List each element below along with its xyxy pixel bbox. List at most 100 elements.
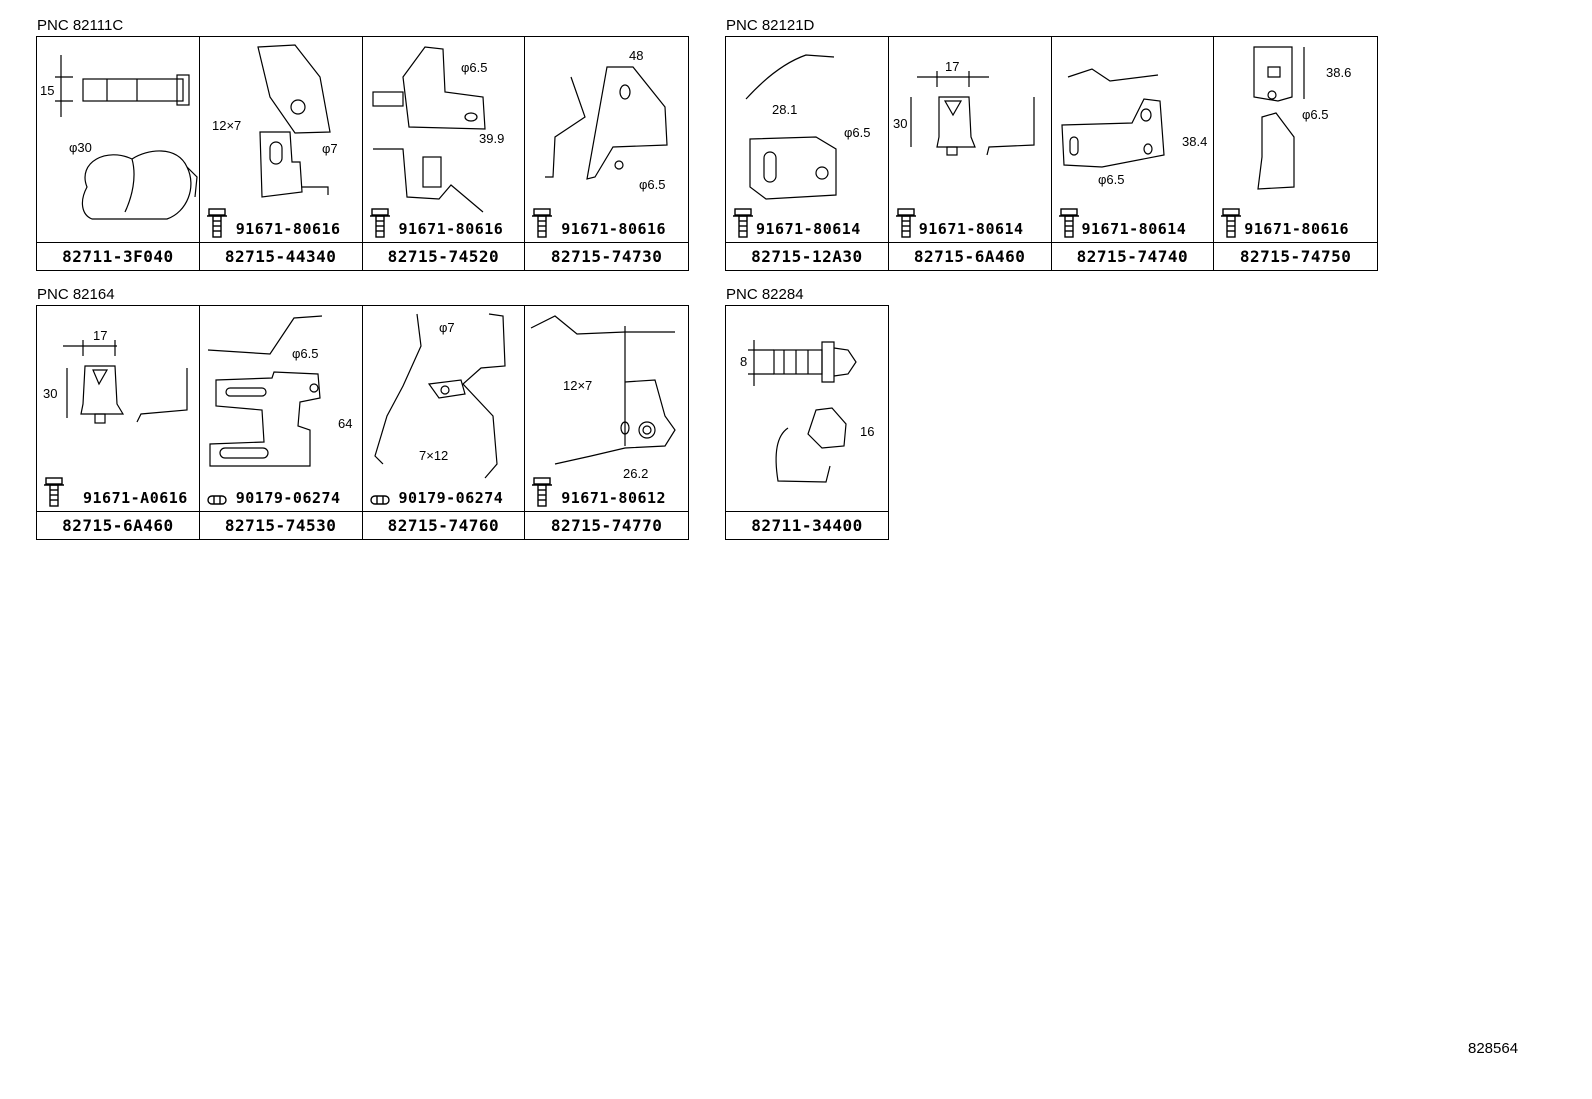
diagram-reference-number: 828564 (1468, 1040, 1519, 1057)
fastener: 91671-80616 (1216, 207, 1376, 239)
dim-label: 12×7 (212, 118, 241, 133)
group-title-82121d: PNC 82121D (726, 17, 815, 34)
flange-bolt-icon (1221, 208, 1242, 238)
bracket-illustration (910, 71, 1035, 156)
dimension-labels: 8 16 (740, 354, 874, 439)
bracket-illustration (530, 315, 676, 465)
dim-label: φ6.5 (844, 125, 871, 140)
part-cell[interactable]: 38.6 φ6.5 91671-80616 82715-74750 (1214, 37, 1377, 270)
dim-label: 30 (893, 116, 907, 131)
dim-label: φ7 (322, 141, 338, 156)
bracket-illustration (256, 44, 331, 198)
clip-illustration (748, 340, 857, 483)
dim-label: 39.9 (479, 131, 504, 146)
fastener: 90179-06274 (202, 476, 362, 508)
dim-label: 38.6 (1326, 65, 1351, 80)
fastener-part-number: 91671-80616 (1244, 220, 1350, 238)
part-cell[interactable]: 48 φ6.5 91671-80616 82715-74730 (525, 37, 688, 270)
dim-label: 30 (43, 386, 57, 401)
part-cell[interactable]: φ6.5 64 90179-06274 82715-74530 (199, 306, 363, 539)
fastener: 91671-80616 (527, 207, 687, 239)
dimension-labels: 12×7 26.2 (563, 378, 648, 481)
fastener-part-number: 91671-A0616 (83, 489, 188, 507)
fastener: 91671-80614 (728, 207, 888, 239)
fastener-part-number: 91671-80614 (1081, 220, 1187, 238)
bracket-illustration (207, 315, 322, 467)
part-cell[interactable]: φ6.5 39.9 91671-80616 82715-74520 (362, 37, 526, 270)
fastener-part-number: 90179-06274 (398, 489, 504, 507)
dim-label: φ6.5 (639, 177, 666, 192)
dimension-labels: φ6.5 39.9 (461, 60, 504, 146)
dimension-labels: 38.6 φ6.5 (1302, 65, 1351, 122)
parts-grid-82121d: 28.1 φ6.5 91671-80614 82715-12A30 17 30 (725, 36, 1378, 271)
flange-bolt-icon (532, 477, 553, 507)
part-cell[interactable]: φ7 7×12 90179-06274 82715-74760 (362, 306, 526, 539)
parts-grid-82284: 8 16 82711-34400 (725, 305, 889, 540)
fastener: 91671-80614 (1054, 207, 1214, 239)
dimension-labels: 15 φ30 (40, 83, 92, 155)
part-number[interactable]: 82711-3F040 (37, 242, 199, 270)
flange-bolt-icon (369, 208, 390, 238)
dim-label: 15 (40, 83, 54, 98)
flange-bolt-icon (44, 477, 64, 507)
fastener-part-number: 91671-80616 (235, 220, 341, 238)
part-cell[interactable]: 28.1 φ6.5 91671-80614 82715-12A30 (726, 37, 889, 270)
nut-icon (207, 495, 227, 505)
part-cell[interactable]: 17 30 91671-80614 82715-6A460 (888, 37, 1052, 270)
dim-label: 26.2 (623, 466, 648, 481)
flange-bolt-icon (895, 208, 916, 238)
bracket-illustration (1253, 46, 1305, 190)
part-cell[interactable]: 15 φ30 82711-3F040 (37, 37, 200, 270)
nut-icon (369, 495, 390, 505)
fastener: 91671-80614 (891, 207, 1051, 239)
dimension-labels: φ6.5 64 (292, 346, 352, 431)
bracket-illustration (745, 54, 837, 200)
fastener-part-number: 91671-80616 (561, 220, 667, 238)
dim-label: 7×12 (419, 448, 448, 463)
part-number[interactable]: 82715-74520 (362, 242, 525, 270)
part-number[interactable]: 82715-74530 (199, 511, 362, 539)
dim-label: 28.1 (772, 102, 797, 117)
part-number[interactable]: 82715-74740 (1051, 242, 1214, 270)
fastener-part-number: 91671-80616 (398, 220, 504, 238)
part-cell[interactable]: 8 16 82711-34400 (726, 306, 888, 539)
dim-label: 48 (629, 48, 643, 63)
bracket-illustration (63, 340, 188, 424)
dim-label: 38.4 (1182, 134, 1207, 149)
fastener: 90179-06274 (365, 476, 525, 508)
part-cell[interactable]: 17 30 91671-A0616 82715-6A460 (37, 306, 200, 539)
fastener-part-number: 91671-80612 (561, 489, 667, 507)
dim-label: 17 (93, 328, 107, 343)
bracket-illustration (373, 313, 506, 479)
fastener-part-number: 91671-80614 (756, 220, 861, 238)
dim-label: φ6.5 (1098, 172, 1125, 187)
part-cell[interactable]: 12×7 26.2 91671-80612 82715-74770 (525, 306, 688, 539)
dim-label: 12×7 (563, 378, 592, 393)
part-number[interactable]: 82715-74760 (362, 511, 525, 539)
part-number[interactable]: 82715-12A30 (726, 242, 888, 270)
part-number[interactable]: 82715-44340 (199, 242, 362, 270)
fastener-part-number: 91671-80614 (918, 220, 1024, 238)
part-cell[interactable]: 38.4 φ6.5 91671-80614 82715-74740 (1051, 37, 1215, 270)
part-number[interactable]: 82715-74750 (1214, 242, 1377, 270)
part-number[interactable]: 82715-6A460 (888, 242, 1051, 270)
flange-bolt-icon (1058, 208, 1079, 238)
fastener: 91671-A0616 (39, 476, 199, 508)
dim-label: 17 (945, 59, 959, 74)
dim-label: 64 (338, 416, 352, 431)
dimension-labels: 28.1 φ6.5 (772, 102, 871, 140)
part-cell[interactable]: 12×7 φ7 91671-80616 82715-44340 (199, 37, 363, 270)
dim-label: φ6.5 (1302, 107, 1329, 122)
flange-bolt-icon (206, 208, 227, 238)
part-number[interactable]: 82715-74730 (525, 242, 688, 270)
clamp-illustration (55, 55, 198, 220)
part-number[interactable]: 82715-6A460 (37, 511, 199, 539)
group-title-82111c: PNC 82111C (37, 17, 124, 34)
part-number[interactable]: 82715-74770 (525, 511, 688, 539)
bracket-illustration (545, 66, 668, 180)
part-number[interactable]: 82711-34400 (726, 511, 888, 539)
dim-label: 16 (860, 424, 874, 439)
fastener: 91671-80616 (365, 207, 525, 239)
dimension-labels: φ7 7×12 (419, 320, 455, 463)
flange-bolt-icon (532, 208, 553, 238)
